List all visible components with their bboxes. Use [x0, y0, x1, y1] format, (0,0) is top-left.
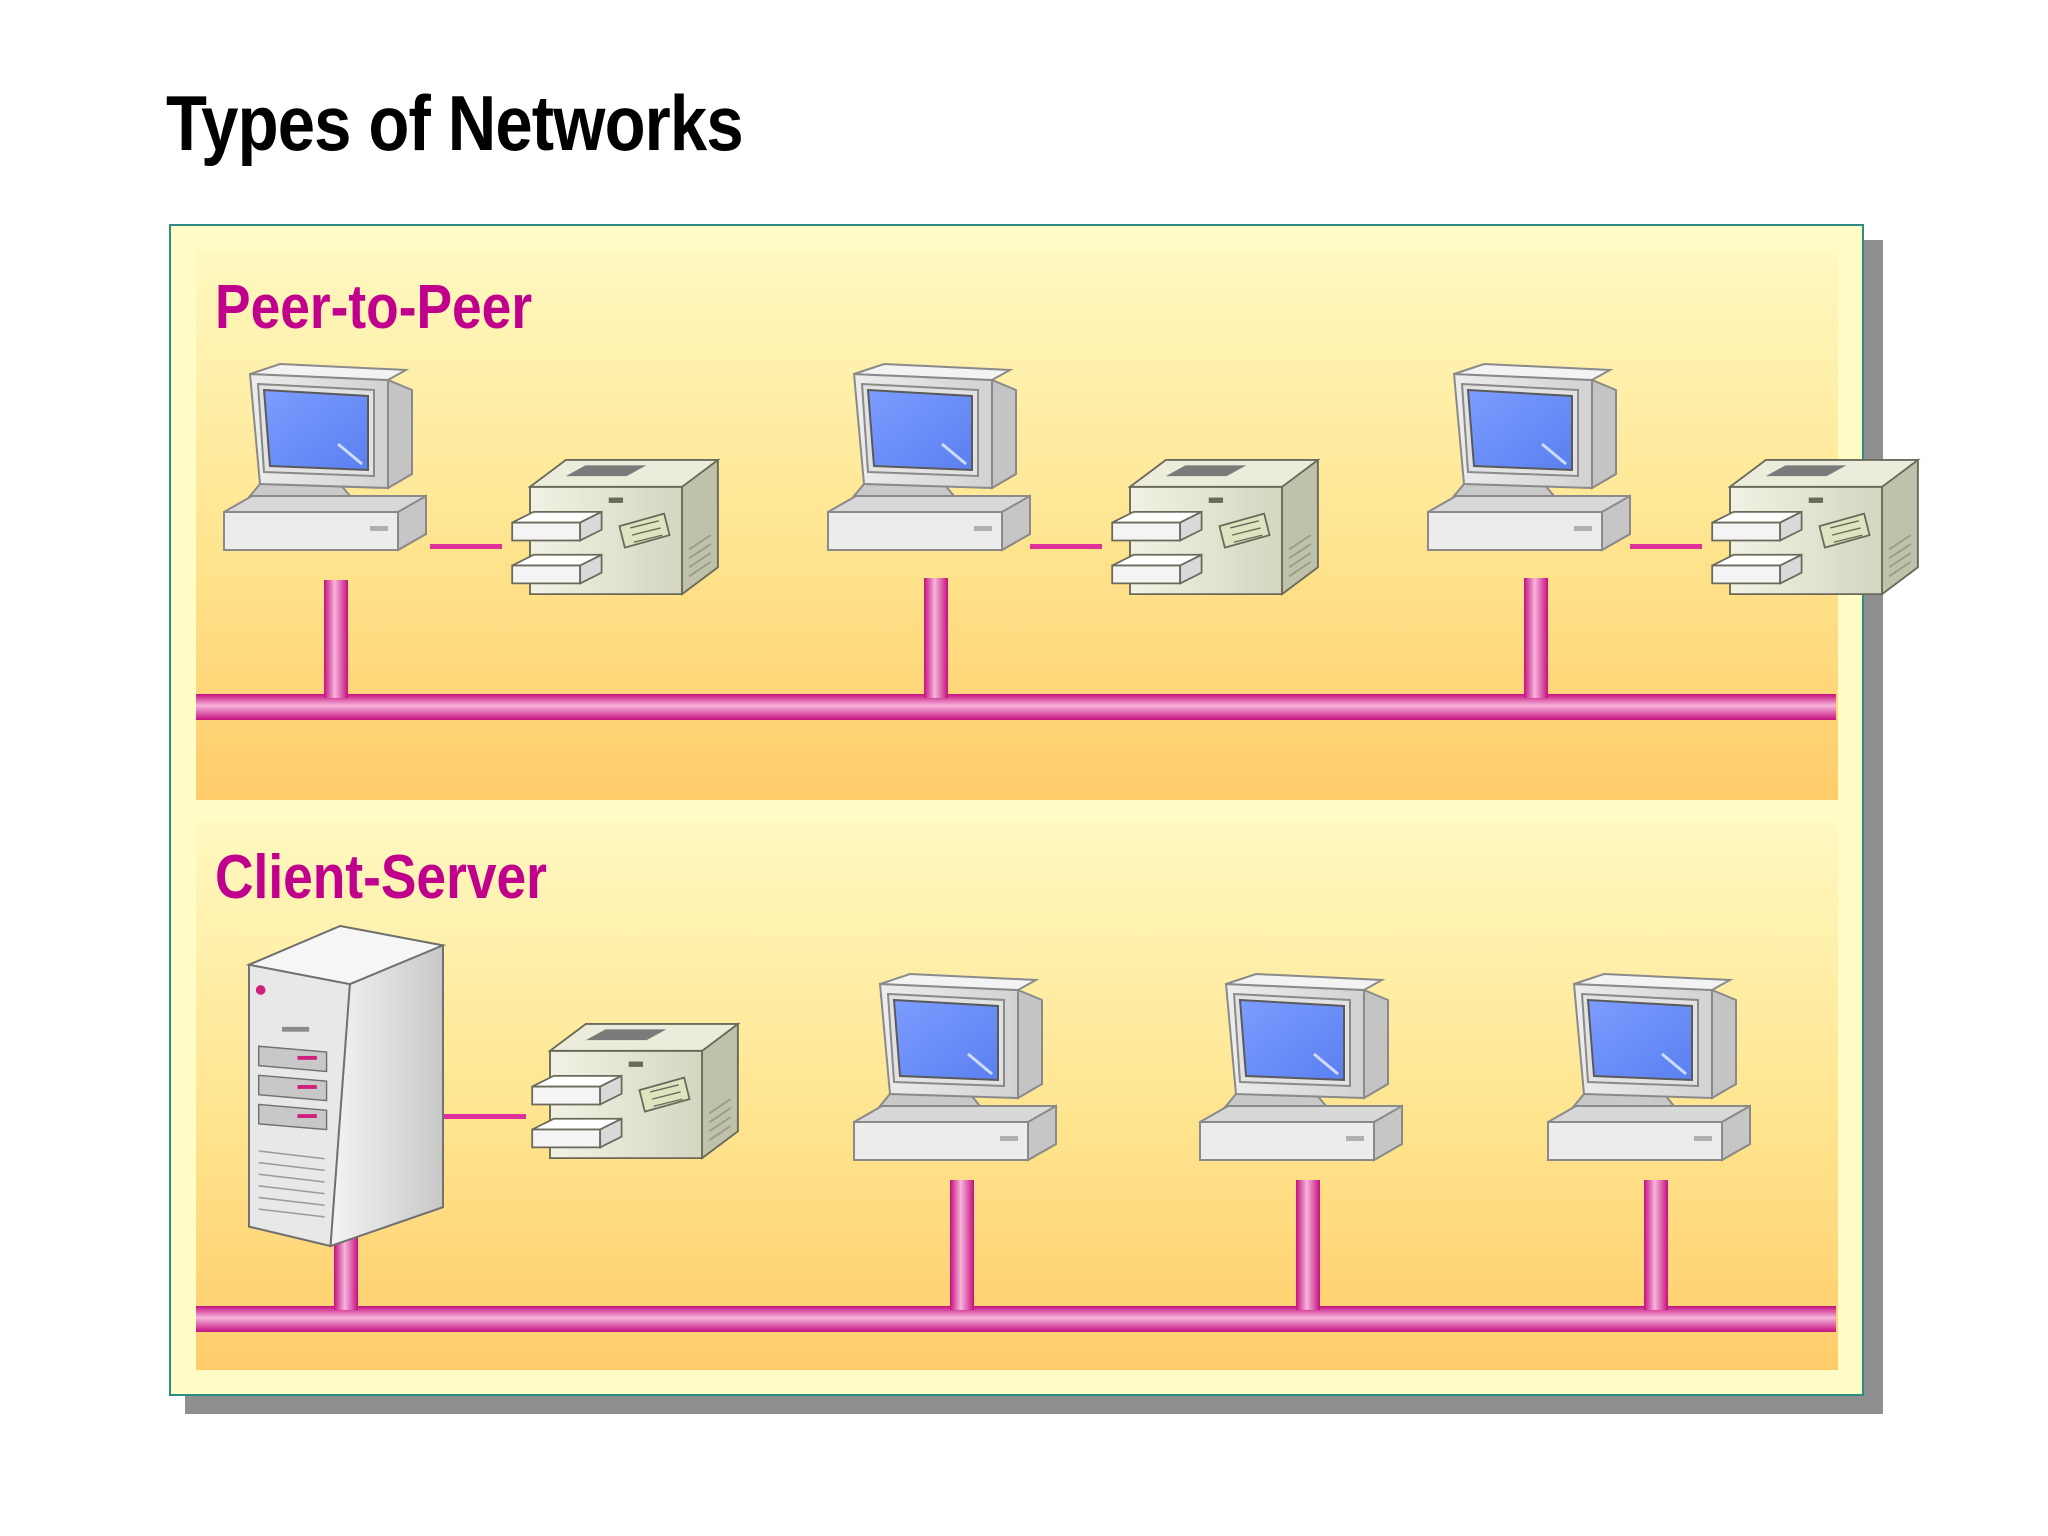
- slide-title: Types of Networks: [166, 79, 744, 167]
- printer-icon: [511, 459, 719, 596]
- link-cable: [444, 1114, 526, 1119]
- computer-icon: [1198, 972, 1404, 1162]
- drop-cable: [950, 1180, 974, 1310]
- link-cable: [1030, 544, 1102, 549]
- computer-icon: [1546, 972, 1752, 1162]
- drop-cable: [1296, 1180, 1320, 1310]
- printer-icon: [1111, 459, 1319, 596]
- drop-cable: [1524, 578, 1548, 698]
- computer-icon: [1426, 362, 1632, 552]
- peer-to-peer-label: Peer-to-Peer: [215, 273, 533, 342]
- computer-icon: [826, 362, 1032, 552]
- link-cable: [430, 544, 502, 549]
- client-server-bus-cable: [196, 1306, 1836, 1332]
- link-cable: [1630, 544, 1702, 549]
- peer-to-peer-network: [196, 362, 1919, 720]
- server-tower-icon: [248, 925, 444, 1247]
- drop-cable: [1644, 1180, 1668, 1310]
- peer-to-peer-bus-cable: [196, 694, 1836, 720]
- drop-cable: [924, 578, 948, 698]
- drop-cable: [324, 580, 348, 698]
- printer-icon: [1711, 459, 1919, 596]
- computer-icon: [852, 972, 1058, 1162]
- client-server-label: Client-Server: [215, 843, 547, 912]
- printer-icon: [531, 1023, 739, 1160]
- client-server-network: [196, 925, 1836, 1332]
- computer-icon: [222, 362, 428, 552]
